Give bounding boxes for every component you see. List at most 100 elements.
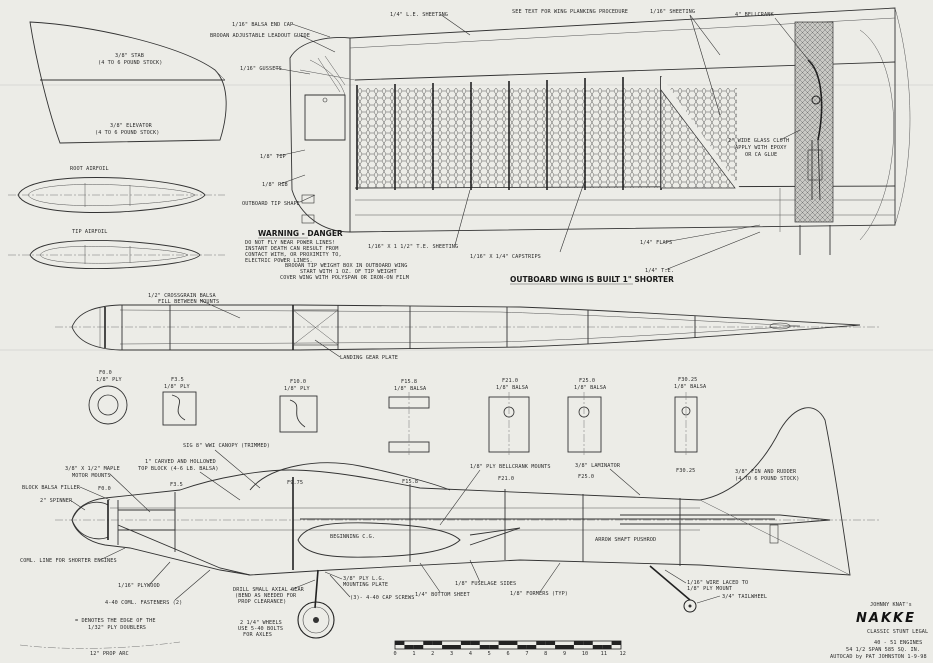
pushrod-label: ARROW SHAFT PUSHROD xyxy=(595,537,656,543)
prop-arc-label: 12" PROP ARC xyxy=(90,651,129,657)
glass-cloth-label-2: APPLY WITH EPOXY xyxy=(735,145,787,151)
wing-labels: 1/16" BALSA END CAP BROOAN ADJUSTABLE LE… xyxy=(210,9,811,274)
root-airfoil-label: ROOT AIRFOIL xyxy=(70,166,109,172)
scale-cell xyxy=(432,641,443,645)
le-sheeting-label: 1/4" L.E. SHEETING xyxy=(390,12,448,18)
former-f25-id: F25.0 xyxy=(579,378,595,384)
tip-airfoil-label: TIP AIRFOIL xyxy=(72,229,107,235)
former-f21: F21.0 1/8" BALSA xyxy=(488,378,530,455)
scale-tick-label: 6 xyxy=(507,651,510,657)
gear-note-1: DRILL SMALL AXIAL GEAR xyxy=(233,587,305,593)
bellcrank xyxy=(807,59,823,201)
leadout-guide-label: BROOAN ADJUSTABLE LEADOUT GUIDE xyxy=(210,33,310,39)
gear-note-2: (BEND AS NEEDED FOR xyxy=(235,593,297,599)
scale-tick-label: 5 xyxy=(488,651,491,657)
former-f0: F0.0 1/8" PLY xyxy=(88,370,128,425)
subtitle-label: CLASSIC STUNT LEGAL xyxy=(867,629,928,635)
warning-title: WARNING - DANGER xyxy=(258,229,343,238)
title-block: JOHNNY KNAT's NAKKE CLASSIC STUNT LEGAL … xyxy=(830,602,928,660)
maple-label-1: 3/8" X 1/2" MAPLE xyxy=(65,466,120,472)
crossgrain-label-1: 1/2" CROSSGRAIN BALSA xyxy=(148,293,216,299)
tip-airfoil: TIP AIRFOIL xyxy=(8,229,225,270)
scale-cell xyxy=(470,641,480,645)
grain-note-1: = DENOTES THE EDGE OF THE xyxy=(75,618,156,624)
scale-tick-label: 4 xyxy=(469,651,472,657)
former-f15-material: 1/8" BALSA xyxy=(394,386,427,392)
side-f0: F0.0 xyxy=(98,486,111,492)
sheeting-label: 1/16" SHEETING xyxy=(650,9,695,15)
former-f0-material: 1/8" PLY xyxy=(96,377,123,383)
plywood-label: 1/16" PLYWOOD xyxy=(118,583,160,589)
warning-line-2: INSTANT DEATH CAN RESULT FROM xyxy=(245,246,338,252)
fasteners-label: 4-40 COML. FASTENERS (2) xyxy=(105,600,182,606)
scale-cell xyxy=(592,645,603,649)
former-f10: F10.0 1/8" PLY xyxy=(279,379,318,433)
autocad-label: AUTOCAD by PAT JOHNSTON 1-9-98 xyxy=(830,654,927,660)
root-airfoil: ROOT AIRFOIL xyxy=(8,166,225,213)
coml-line-label: COML. LINE FOR SHORTER ENGINES xyxy=(20,558,117,564)
fuselage-sides-label: 1/8" FUSELAGE SIDES xyxy=(455,581,516,587)
former-f25: F25.0 1/8" BALSA xyxy=(567,378,607,455)
former-f10-material: 1/8" PLY xyxy=(284,386,311,392)
wing-planking-note: SEE TEXT FOR WING PLANKING PROCEDURE xyxy=(512,9,628,15)
rib-label: 1/8" RIB xyxy=(262,182,288,188)
side-f21: F21.0 xyxy=(498,476,514,482)
stab-stock-label: (4 TO 6 POUND STOCK) xyxy=(98,60,162,66)
scale-cell xyxy=(442,645,452,649)
scale-cell xyxy=(395,641,405,645)
scale-tick-label: 8 xyxy=(544,651,547,657)
tip-label: 1/8" TIP xyxy=(260,154,286,160)
scale-cell xyxy=(583,641,593,645)
wire-laced-label-2: 1/8" PLY MOUNT xyxy=(687,586,732,592)
fin-rudder-label-1: 3/8" FIN AND RUDDER xyxy=(735,469,797,475)
model-name: NAKKE xyxy=(856,611,916,626)
scale-cell xyxy=(602,645,612,649)
scale-tick-label: 2 xyxy=(431,651,434,657)
outboard-shorter-note: OUTBOARD WING IS BUILT 1" SHORTER xyxy=(510,275,674,284)
former-f30: F30.25 1/8" BALSA xyxy=(674,377,707,455)
side-f15: F15.8 xyxy=(402,479,418,485)
former-f25-material: 1/8" BALSA xyxy=(574,385,607,391)
glass-cloth-strip xyxy=(794,21,834,223)
scale-cell xyxy=(498,641,508,645)
scale-cell xyxy=(508,641,518,645)
former-f3: F3.5 1/8" PLY xyxy=(162,377,197,426)
warning-line-3: CONTACT WITH, OR PROXIMITY TO, xyxy=(245,252,342,258)
ply-lg-label: 3/8" PLY L.G. xyxy=(343,576,385,582)
former-f10-id: F10.0 xyxy=(290,379,306,385)
former-f21-material: 1/8" BALSA xyxy=(496,385,529,391)
former-f15: F15.8 1/8" BALSA xyxy=(388,379,430,455)
tip-weight-note: BROOAN TIP WEIGHT BOX IN OUTBOARD WING S… xyxy=(280,263,409,281)
tip-gussets xyxy=(301,55,346,224)
warning-line-1: DO NOT FLY NEAR POWER LINES! xyxy=(245,240,335,246)
flaps-label: 1/4" FLAPS xyxy=(640,240,672,246)
scale-tick-label: 11 xyxy=(601,651,607,657)
scale-cell xyxy=(545,641,556,645)
scale-cell xyxy=(489,645,499,649)
formers-row: F0.0 1/8" PLY F3.5 1/8" PLY F10.0 1/8" P… xyxy=(88,370,707,455)
formers-label: 1/8" FORMERS (TYP) xyxy=(510,591,568,597)
crossgrain-label-2: FILL BETWEEN MOUNTS xyxy=(158,299,219,305)
wheels-note-3: FOR AXLES xyxy=(243,632,272,638)
outboard-tip-shape-label: OUTBOARD TIP SHAPE xyxy=(242,201,300,207)
elevator-stock-label: (4 TO 6 POUND STOCK) xyxy=(95,130,159,136)
former-f0-id: F0.0 xyxy=(99,370,112,376)
tip-weight-line-3: COVER WING WITH POLYSPAN OR IRON-ON FILM xyxy=(280,275,409,281)
grain-note-2: 1/32" PLY DOUBLERS xyxy=(88,625,146,631)
fin-rudder-label-2: (4 TO 6 POUND STOCK) xyxy=(735,476,799,482)
te-label: 1/4" T.E. xyxy=(645,268,674,274)
warning-block: WARNING - DANGER DO NOT FLY NEAR POWER L… xyxy=(245,229,343,264)
span-label: 54 1/2 SPAN 585 SQ. IN. xyxy=(846,647,920,653)
maple-label-2: MOTOR MOUNTS xyxy=(72,473,111,479)
side-f3: F3.5 xyxy=(170,482,183,488)
former-f15-id: F15.8 xyxy=(401,379,417,385)
bellcrank-label: 4" BELLCRANK xyxy=(735,12,774,18)
mounting-plate-label: MOUNTING PLATE xyxy=(343,582,388,588)
scale-cell xyxy=(517,645,527,649)
fuselage-top-view xyxy=(55,304,880,351)
wheels-note-2: USE 5-40 BOLTS xyxy=(238,626,283,632)
scale-cell xyxy=(451,645,461,649)
carved-label-1: 1" CARVED AND HOLLOWED xyxy=(145,459,216,465)
wheels-note-1: 2 1/4" WHEELS xyxy=(240,620,282,626)
